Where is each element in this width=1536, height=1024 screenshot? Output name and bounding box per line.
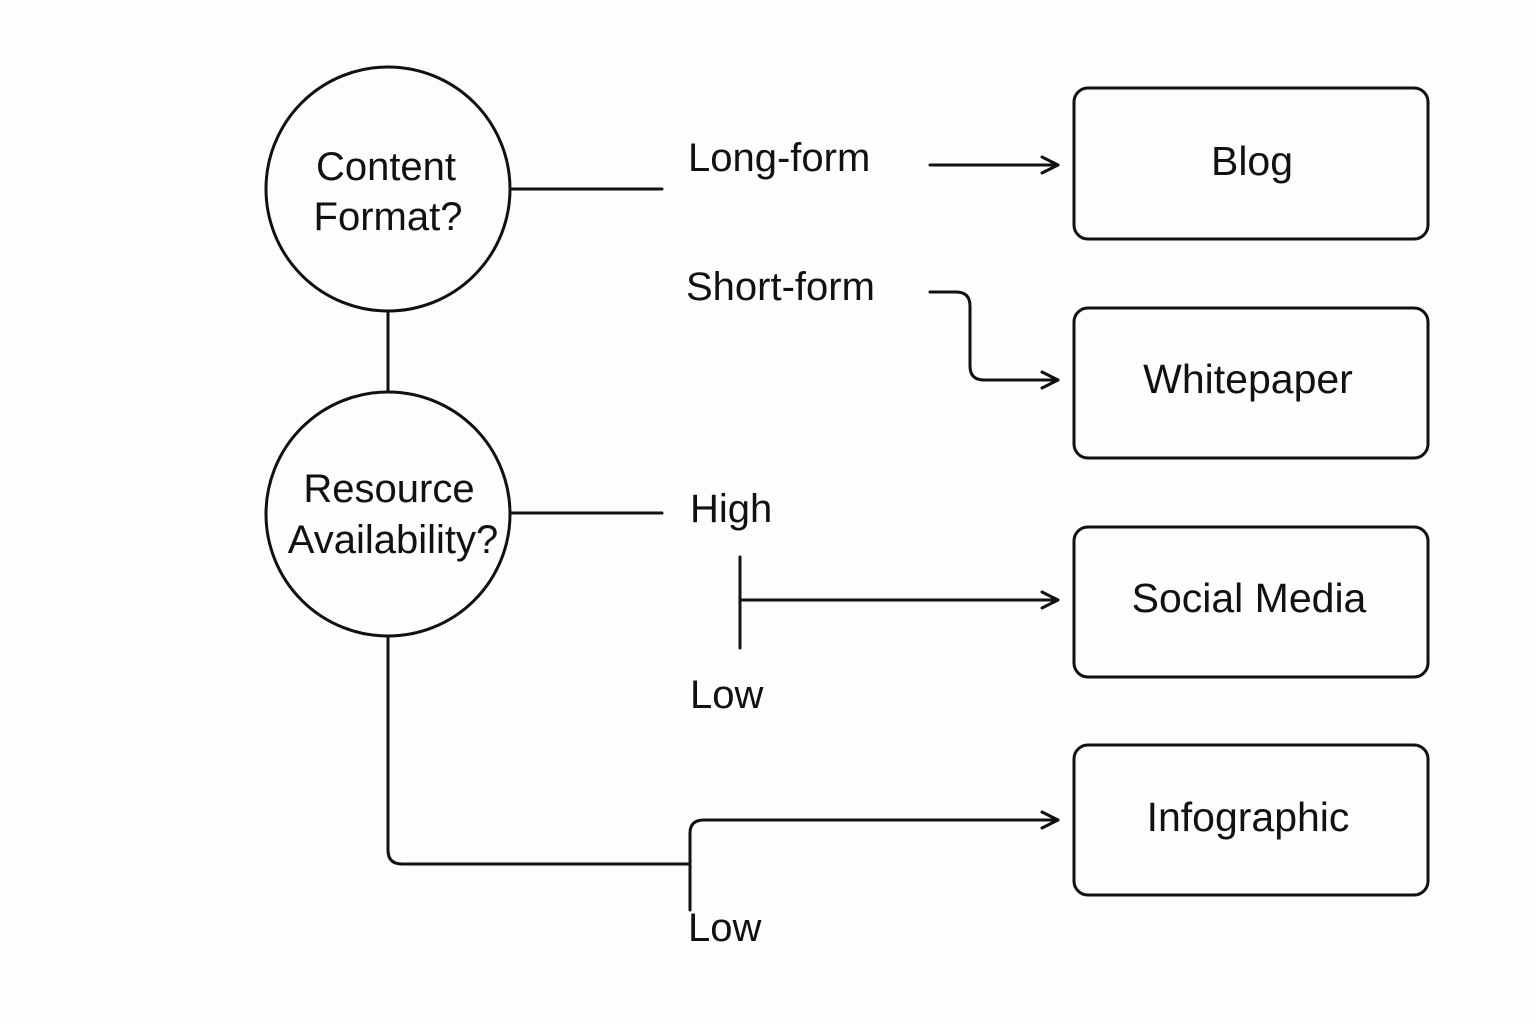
outcome-social-media-box	[1072, 525, 1430, 679]
outcome-blog-box	[1072, 86, 1430, 241]
branch-label-long-form: Long-form	[688, 136, 870, 180]
outcome-infographic-box	[1072, 743, 1430, 897]
outcome-whitepaper: Whitepaper	[1072, 306, 1430, 460]
arrow-short-form-to-whitepaper	[928, 290, 1060, 390]
branch-label-low-upper: Low	[690, 673, 763, 717]
arrow-to-infographic	[688, 810, 1060, 912]
outcome-infographic: Infographic	[1072, 743, 1430, 897]
branch-label-short-form: Short-form	[686, 265, 875, 309]
outcome-whitepaper-label: Whitepaper	[1143, 356, 1353, 402]
decision-resource-availability-line2: Availability?	[288, 518, 499, 562]
outcome-blog: Blog	[1072, 86, 1430, 241]
decision-resource-availability: Resource Availability?	[264, 390, 512, 638]
branch-label-low-lower: Low	[688, 906, 761, 950]
decision-content-format: Content Format?	[264, 65, 512, 313]
decision-content-format-line2: Format?	[314, 195, 463, 239]
outcome-infographic-label: Infographic	[1147, 794, 1350, 840]
outcome-social-media: Social Media	[1072, 525, 1430, 679]
branch-label-high: High	[690, 487, 772, 531]
connector-resource-bottom-route	[386, 634, 692, 866]
outcome-whitepaper-box	[1072, 306, 1430, 460]
outcome-social-media-label: Social Media	[1132, 575, 1367, 621]
decision-resource-availability-line1: Resource	[303, 467, 474, 511]
decision-resource-availability-circle	[264, 390, 512, 638]
decision-content-format-line1: Content	[316, 145, 456, 189]
decision-content-format-circle	[264, 65, 512, 313]
outcome-blog-label: Blog	[1211, 138, 1293, 184]
